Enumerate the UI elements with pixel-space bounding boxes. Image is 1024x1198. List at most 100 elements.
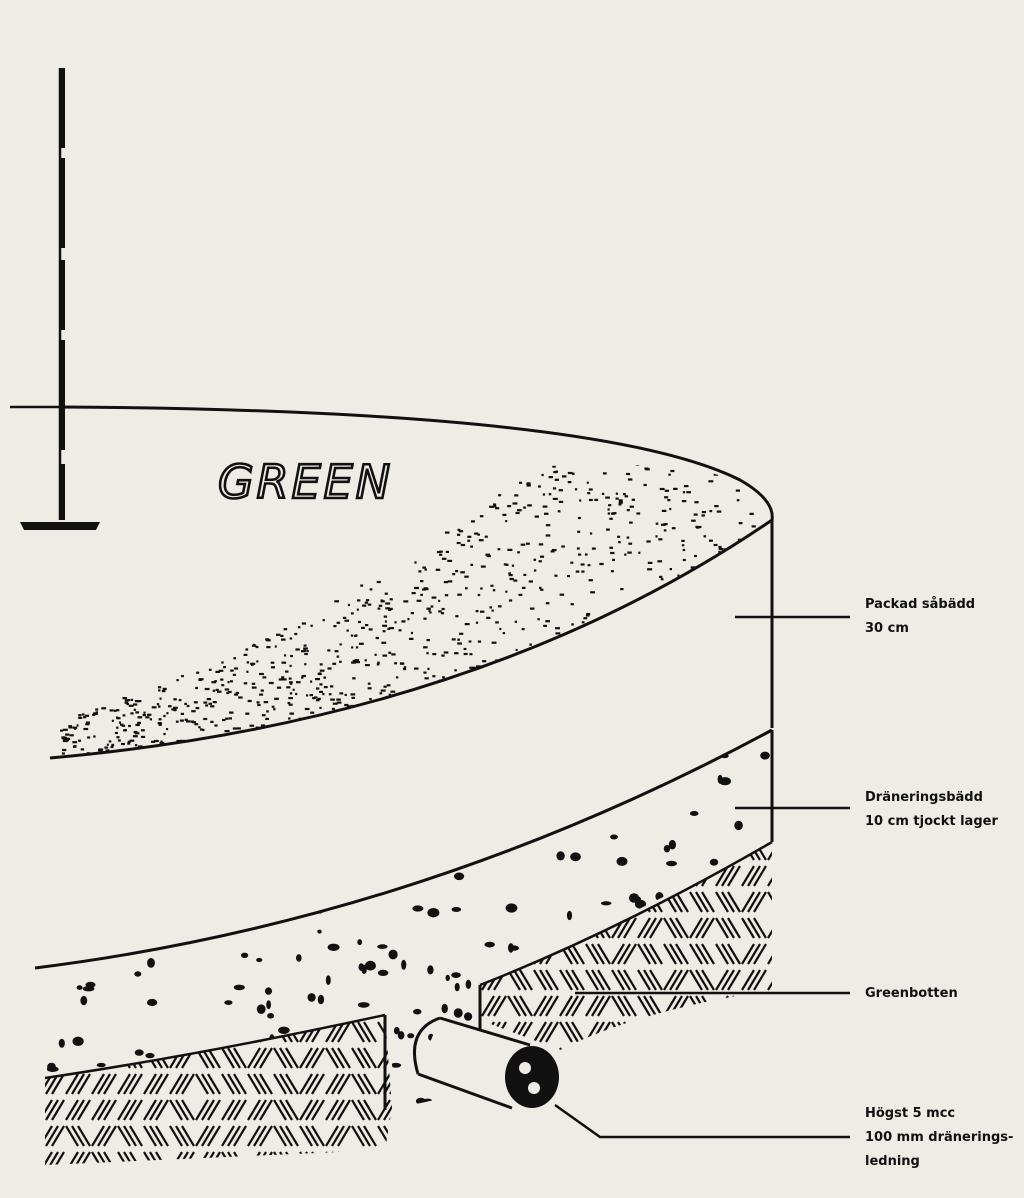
subsoil-hatch-stroke [325, 1099, 339, 1121]
subsoil-hatch-stroke [117, 1099, 131, 1121]
surface-stipple-dot [73, 745, 77, 748]
subsoil-hatch-stroke [175, 1099, 189, 1121]
surface-stipple-dot [601, 492, 605, 495]
subsoil-hatch-stroke [675, 1021, 689, 1043]
gravel-particle [242, 771, 250, 781]
drain-pipe [413, 1016, 559, 1110]
surface-stipple-dot [163, 714, 166, 718]
surface-stipple-dot [330, 698, 335, 701]
subsoil-hatch-stroke [617, 943, 631, 965]
subsoil-hatch-stroke [351, 943, 365, 965]
subsoil-hatch-stroke [65, 842, 79, 861]
subsoil-hatch-stroke [279, 1125, 293, 1147]
subsoil-hatch-stroke [617, 917, 631, 939]
subsoil-hatch-stroke [461, 943, 475, 965]
subsoil-hatch-stroke [441, 1151, 455, 1165]
subsoil-hatch-stroke [65, 891, 79, 913]
subsoil-hatch-stroke [149, 1125, 163, 1147]
surface-stipple-dot [686, 491, 691, 494]
surface-stipple-dot [289, 637, 293, 640]
gravel-particle [202, 747, 212, 757]
surface-stipple-dot [609, 546, 613, 549]
subsoil-hatch-stroke [299, 1099, 313, 1121]
gravel-particle [241, 952, 249, 958]
subsoil-hatch-stroke [591, 1099, 605, 1121]
subsoil-hatch-stroke [201, 917, 215, 939]
surface-stipple-dot [314, 696, 318, 699]
surface-stipple-dot [676, 415, 680, 417]
surface-stipple-dot [176, 739, 182, 743]
subsoil-hatch-stroke [129, 1021, 143, 1043]
surface-stipple-dot [423, 646, 428, 649]
surface-stipple-dot [119, 749, 123, 752]
subsoil-hatch-stroke [51, 1125, 65, 1147]
subsoil-hatch-stroke [377, 842, 391, 861]
gravel-particle [216, 786, 226, 796]
subsoil-hatch-stroke [259, 891, 273, 913]
surface-stipple-dot [256, 660, 259, 663]
surface-stipple-dot [764, 483, 769, 486]
surface-stipple-dot [387, 627, 391, 630]
surface-stipple-dot [626, 536, 630, 539]
gravel-particle [245, 753, 257, 760]
subsoil-hatch-stroke [461, 917, 475, 939]
surface-stipple-dot [681, 544, 685, 547]
subsoil-hatch-stroke [247, 842, 261, 861]
surface-stipple-dot [365, 599, 370, 602]
subsoil-hatch-stroke [741, 1151, 755, 1165]
surface-stipple-dot [206, 698, 212, 701]
surface-stipple-dot [230, 669, 234, 672]
subsoil-hatch-stroke [545, 1021, 559, 1043]
subsoil-hatch-stroke [65, 1151, 79, 1165]
subsoil-hatch-stroke [253, 1125, 267, 1147]
subsoil-hatch-stroke [493, 943, 507, 965]
subsoil-hatch-stroke [409, 943, 423, 965]
surface-stipple-dot [334, 600, 339, 603]
surface-stipple-dot [716, 348, 719, 350]
subsoil-hatch-stroke [753, 1047, 767, 1069]
subsoil-hatch-stroke [351, 1099, 365, 1121]
subsoil-hatch-stroke [279, 891, 293, 913]
subsoil-hatch-stroke [519, 891, 533, 913]
surface-stipple-dot [284, 654, 287, 657]
subsoil-hatch-stroke [585, 891, 599, 913]
surface-stipple-dot [409, 689, 414, 692]
surface-stipple-dot [515, 511, 520, 515]
surface-stipple-dot [734, 379, 738, 381]
surface-stipple-dot [701, 511, 707, 514]
surface-stipple-dot [364, 664, 370, 667]
surface-stipple-dot [344, 619, 349, 622]
surface-stipple-dot [224, 730, 230, 733]
surface-stipple-dot [203, 701, 208, 704]
surface-stipple-dot [377, 661, 380, 664]
subsoil-hatch-stroke [97, 891, 111, 913]
subsoil-hatch-stroke [227, 842, 241, 861]
gravel-particle [162, 774, 171, 781]
subsoil-hatch-stroke [97, 1125, 111, 1147]
subsoil-hatch-stroke [117, 1125, 131, 1147]
gravel-particle [196, 761, 206, 772]
surface-stipple-dot [586, 481, 589, 484]
surface-stipple-dot [423, 671, 427, 674]
surface-stipple-dot [704, 370, 707, 372]
gravel-particle [762, 903, 769, 914]
subsoil-hatch-stroke [481, 995, 495, 1017]
surface-stipple-dot [361, 626, 365, 629]
subsoil-hatch-stroke [97, 995, 111, 1017]
gravel-particle [58, 1038, 65, 1048]
surface-stipple-dot [657, 443, 659, 445]
subsoil-hatch-stroke [117, 995, 131, 1017]
surface-stipple-dot [696, 391, 698, 393]
subsoil-hatch-stroke [519, 943, 533, 965]
subsoil-hatch-stroke [77, 917, 91, 939]
surface-stipple-dot [277, 730, 282, 733]
gravel-particle [249, 752, 256, 762]
surface-stipple-dot [561, 545, 565, 548]
surface-stipple-dot [610, 570, 614, 573]
gravel-particle [160, 807, 168, 816]
subsoil-hatch-stroke [97, 969, 111, 991]
surface-stipple-dot [690, 363, 694, 365]
surface-stipple-dot [683, 485, 689, 488]
subsoil-hatch-stroke [311, 969, 325, 991]
surface-stipple-dot [697, 465, 701, 468]
